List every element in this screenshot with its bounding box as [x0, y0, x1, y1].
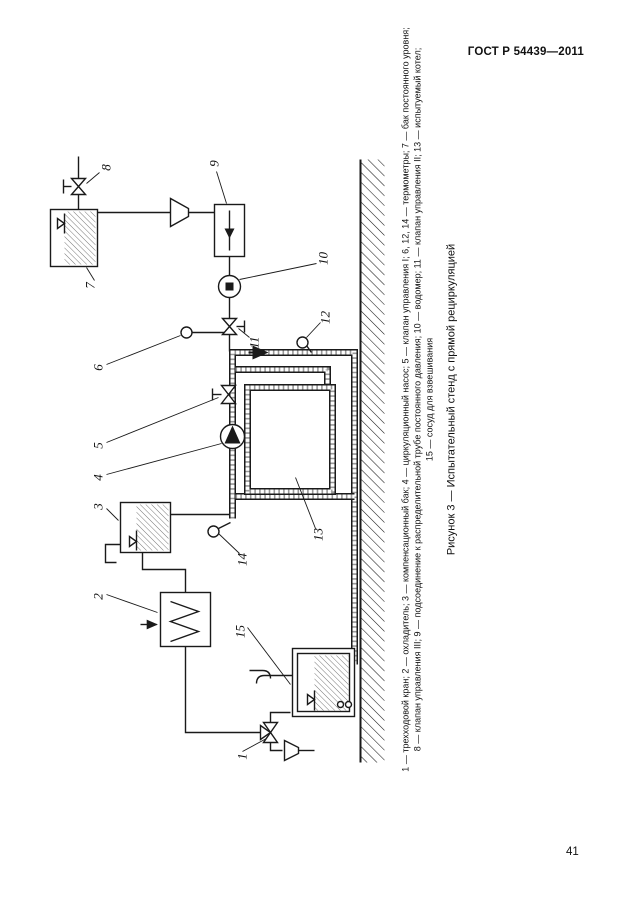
callout-11: 11 — [247, 336, 262, 348]
distribution-pipe-connection — [213, 203, 246, 258]
figure-3-rotated-block: 1 2 3 4 5 6 7 8 9 10 11 12 13 14 15 1 — … — [3, 25, 468, 775]
constant-level-tank — [49, 208, 99, 268]
callout-5: 5 — [91, 442, 106, 449]
callout-7: 7 — [83, 282, 98, 289]
ground-hatching — [359, 159, 385, 763]
supply-valve-iii — [62, 177, 88, 196]
boiler-under-test — [244, 384, 336, 495]
weighing-vessel — [291, 647, 356, 718]
callout-14: 14 — [235, 553, 250, 567]
legend-line-3: 15 — сосуд для взвешивания — [424, 337, 435, 462]
legend-line-2: 8 — клапан управления III; 9 — подсоедин… — [412, 47, 423, 752]
callout-2: 2 — [91, 593, 106, 600]
circulation-pump — [219, 423, 246, 450]
water-meter — [217, 274, 242, 299]
callout-9: 9 — [207, 160, 222, 167]
cooler — [140, 591, 212, 648]
test-stand-schematic: 1 2 3 4 5 6 7 8 9 10 11 12 13 14 15 — [49, 156, 385, 763]
thermometer-12-icon — [296, 336, 313, 353]
callout-1: 1 — [235, 753, 250, 760]
legend-line-1: 1 — трехходовой кран; 2 — охладитель; 3 … — [400, 27, 411, 772]
callout-15: 15 — [233, 625, 248, 639]
callout-8: 8 — [99, 164, 114, 171]
drain-funnel — [283, 739, 315, 762]
three-way-valve — [259, 721, 279, 744]
service-pipes — [77, 156, 293, 752]
figure-caption: Рисунок 3 — Испытательный стенд с прямой… — [445, 243, 458, 556]
callout-3: 3 — [91, 503, 106, 511]
figure-legend: 1 — трехходовой кран; 2 — охладитель; 3 … — [400, 25, 436, 775]
callout-labels: 1 2 3 4 5 6 7 8 9 10 11 12 13 14 15 — [83, 160, 333, 760]
compensation-tank — [119, 501, 172, 554]
document-header: ГОСТ Р 54439—2011 — [467, 46, 584, 58]
vent-pipe-hook — [249, 669, 272, 679]
callout-leaders — [86, 171, 321, 752]
callout-6: 6 — [91, 364, 106, 371]
callout-12: 12 — [318, 311, 333, 325]
thermometer-14-icon — [207, 521, 231, 538]
callout-13: 13 — [311, 528, 326, 542]
page-number: 41 — [566, 846, 579, 858]
thermometer-6-icon — [180, 326, 193, 339]
callout-4: 4 — [91, 474, 106, 481]
overflow-funnel — [169, 197, 190, 228]
control-valve-ii — [220, 317, 246, 336]
callout-10: 10 — [316, 252, 331, 266]
control-valve-i — [211, 384, 237, 405]
